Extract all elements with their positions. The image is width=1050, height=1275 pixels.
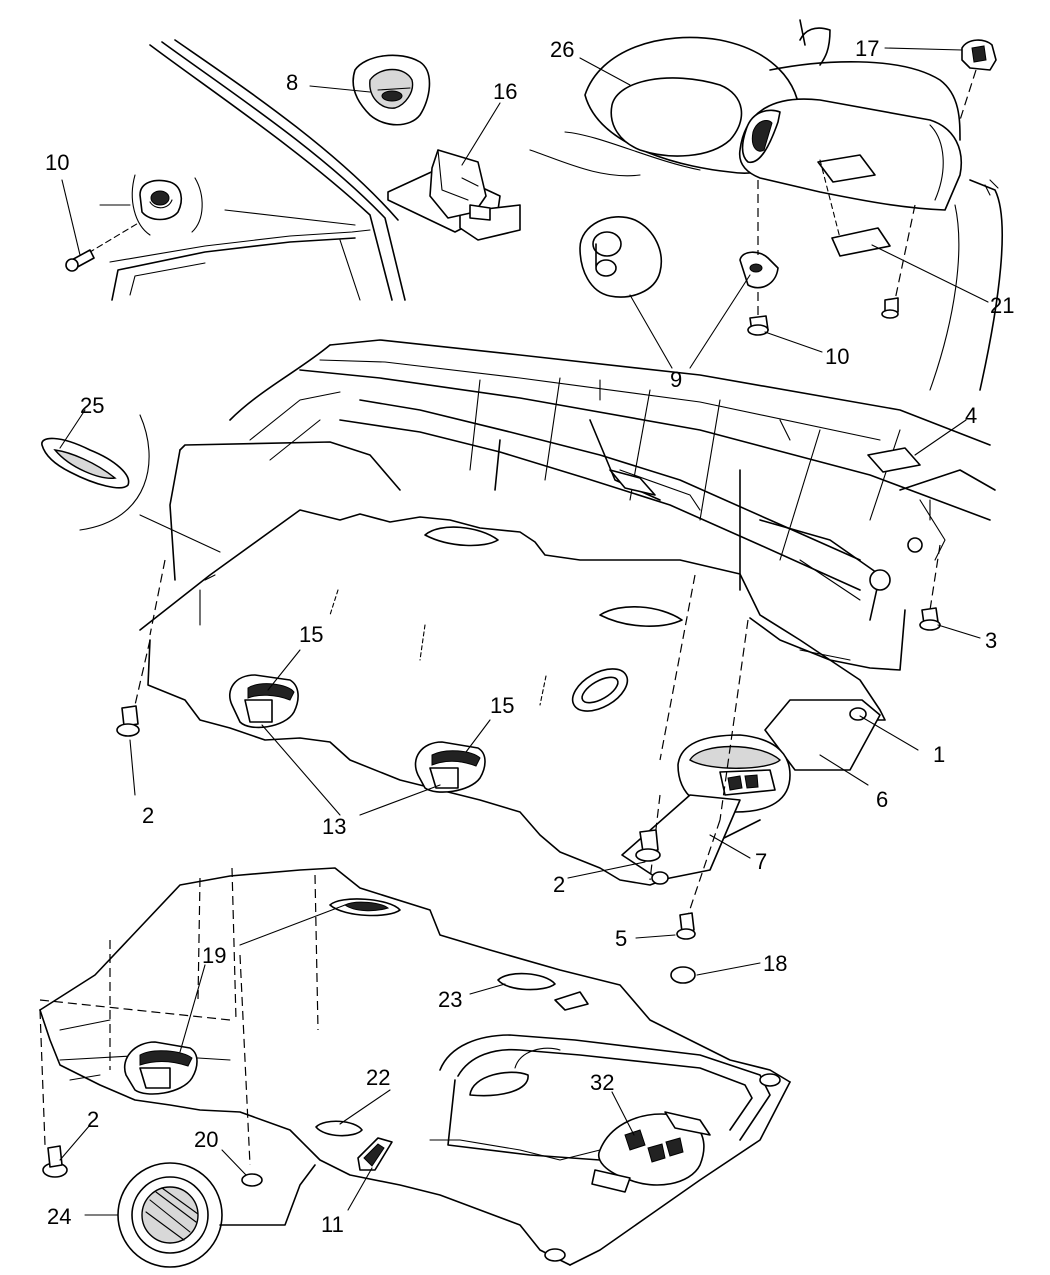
part-16-bracket	[387, 149, 521, 241]
callout-17: 17	[855, 36, 879, 61]
callout-labels: 1 2 2 2 3 4 5 6 7 8 9 10 10 11 13 15 15 …	[45, 36, 1014, 1237]
callout-26: 26	[550, 37, 574, 62]
callout-7: 7	[755, 849, 767, 874]
roof-frame	[229, 339, 996, 621]
part-10-clip	[139, 179, 183, 221]
callout-15b: 15	[490, 693, 514, 718]
fasteners-middle	[116, 607, 941, 984]
callout-11: 11	[321, 1212, 344, 1237]
callout-2a: 2	[142, 803, 154, 828]
callout-23: 23	[438, 987, 462, 1012]
part-9-bracket	[579, 216, 662, 298]
callout-25: 25	[80, 393, 104, 418]
callout-18: 18	[763, 951, 787, 976]
callout-3: 3	[985, 628, 997, 653]
visor-region	[529, 19, 1004, 391]
a-pillar-region	[99, 39, 406, 301]
bottom-headliner	[39, 867, 791, 1268]
part-25-lamp	[41, 414, 221, 553]
part-8-cover	[352, 54, 431, 126]
leader-lines	[59, 47, 989, 1216]
screw-10-left	[65, 221, 141, 272]
callout-6: 6	[876, 787, 888, 812]
callout-10b: 10	[825, 344, 849, 369]
callout-2b: 2	[553, 872, 565, 897]
callout-20: 20	[194, 1127, 218, 1152]
callout-22: 22	[366, 1065, 390, 1090]
callout-1: 1	[933, 742, 945, 767]
callout-5: 5	[615, 926, 627, 951]
callout-8: 8	[286, 70, 298, 95]
callout-9: 9	[670, 367, 682, 392]
callout-24: 24	[47, 1204, 71, 1229]
callout-10a: 10	[45, 150, 69, 175]
callout-13: 13	[322, 814, 346, 839]
mid-headliner	[134, 441, 941, 916]
callout-4: 4	[965, 403, 977, 428]
callout-19: 19	[202, 943, 226, 968]
callout-2c: 2	[87, 1107, 99, 1132]
callout-15a: 15	[299, 622, 323, 647]
callout-32: 32	[590, 1070, 614, 1095]
callout-21: 21	[990, 293, 1014, 318]
callout-16: 16	[493, 79, 517, 104]
